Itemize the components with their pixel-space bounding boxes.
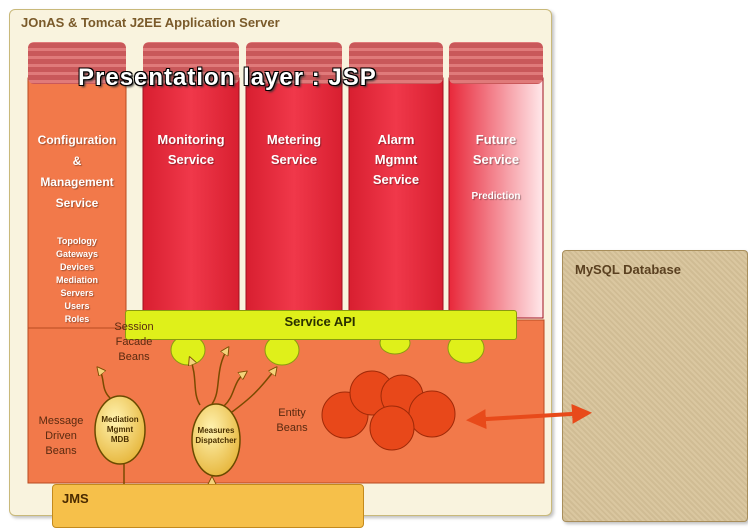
monitoring-service-header (143, 42, 239, 84)
metering-service-column (245, 77, 343, 319)
message-driven-beans-label: Message Driven Beans (38, 415, 84, 457)
jms-box (52, 484, 364, 528)
dispatcher-arrow (190, 358, 201, 406)
config-service-column (27, 77, 127, 329)
alarm-service-title: Alarm Mgmnt Service (372, 132, 420, 187)
db-connection-arrow (466, 403, 592, 430)
service-api-bar (125, 310, 517, 340)
mediation-mdb-label: Mediation Mgmnt MDB (101, 415, 139, 444)
alarm-service-header (349, 42, 443, 84)
metering-service-header (246, 42, 342, 84)
mdb-to-config-arrow (98, 368, 111, 399)
entity-beans-label: Entity Beans (276, 407, 308, 434)
metering-service-title: Metering Service (266, 132, 322, 167)
config-service-title: Configuration & Management Service (37, 133, 117, 210)
service-api-label: Service API (284, 314, 356, 329)
mediation-mdb-bean (94, 395, 146, 465)
future-service-title: Future Service (472, 132, 520, 167)
monitoring-service-title: Monitoring Service (157, 132, 225, 167)
future-service-column (448, 77, 544, 319)
measures-dispatcher-bean (191, 403, 241, 477)
config-items-list: Topology Gateways Devices Mediation Serv… (55, 236, 99, 324)
alarm-service-column (348, 77, 444, 319)
config-service-header (28, 42, 126, 84)
future-service-header (449, 42, 543, 84)
server-title: JOnAS & Tomcat J2EE Application Server (21, 15, 280, 30)
monitoring-service-column (142, 77, 240, 319)
presentation-layer-title: Presentation layer : JSP (78, 64, 377, 91)
dispatcher-arrow (223, 372, 246, 407)
future-service-note: Prediction (471, 191, 521, 202)
dispatcher-arrow (211, 348, 228, 405)
jms-label: JMS (62, 491, 89, 506)
session-facade-beans-label: Session Facade Beans (114, 321, 154, 363)
entity-beans-cloud (321, 370, 456, 451)
mysql-title: MySQL Database (575, 262, 681, 277)
measures-dispatcher-label: Measures Dispatcher (195, 426, 237, 445)
dispatcher-arrow (231, 368, 276, 413)
